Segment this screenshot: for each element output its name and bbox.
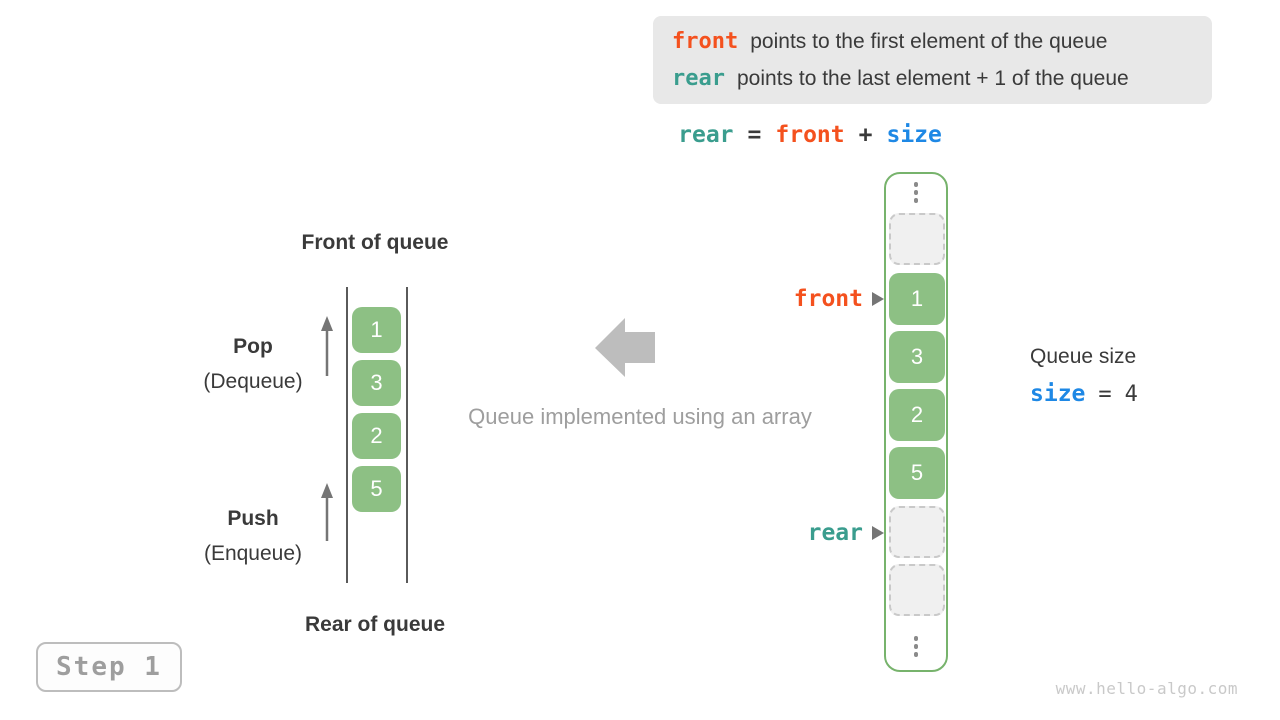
legend-box: front points to the first element of the… bbox=[653, 16, 1212, 104]
pop-arrow-icon bbox=[321, 316, 333, 376]
push-label: Push bbox=[227, 507, 279, 530]
formula-front: front bbox=[775, 122, 845, 148]
front-pointer-label: front bbox=[793, 286, 863, 312]
channel-line-left bbox=[346, 287, 348, 583]
array-cell: 1 bbox=[889, 273, 945, 325]
queue-size-panel: Queue size size = 4 bbox=[1030, 344, 1138, 407]
rear-pointer-arrow-icon bbox=[872, 526, 884, 540]
array-container: 1 3 2 5 bbox=[884, 172, 948, 672]
queue-size-title: Queue size bbox=[1030, 345, 1137, 368]
dot bbox=[913, 644, 919, 649]
array-cell-empty bbox=[889, 213, 945, 265]
pop-label-block: Pop (Dequeue) bbox=[177, 334, 329, 395]
dequeue-label: (Dequeue) bbox=[203, 370, 303, 393]
rear-keyword: rear bbox=[672, 66, 725, 91]
front-description: points to the first element of the queue bbox=[750, 30, 1108, 53]
dot bbox=[913, 636, 919, 641]
push-arrow-icon bbox=[321, 483, 333, 541]
ellipsis-bottom-icon bbox=[886, 636, 946, 657]
legend-line-rear: rear points to the last element + 1 of t… bbox=[672, 66, 1212, 92]
left-queue-cell: 2 bbox=[352, 413, 401, 459]
rear-pointer-label: rear bbox=[807, 520, 863, 546]
front-pointer-arrow-icon bbox=[872, 292, 884, 306]
formula-size: size bbox=[886, 122, 942, 148]
push-label-block: Push (Enqueue) bbox=[177, 506, 329, 567]
diagram-caption: Queue implemented using an array bbox=[468, 404, 812, 429]
left-queue-cell: 1 bbox=[352, 307, 401, 353]
formula-rear: rear bbox=[678, 122, 734, 148]
rear-of-queue-label: Rear of queue bbox=[304, 613, 446, 636]
enqueue-label: (Enqueue) bbox=[203, 542, 303, 565]
big-left-arrow-icon bbox=[595, 318, 655, 377]
pop-label: Pop bbox=[233, 335, 273, 358]
formula-plus: + bbox=[858, 122, 873, 148]
pointer-formula: rear = front + size bbox=[640, 120, 980, 150]
rear-description: points to the last element + 1 of the qu… bbox=[736, 67, 1129, 90]
channel-line-right bbox=[406, 287, 408, 583]
dot bbox=[913, 198, 919, 203]
dot bbox=[913, 190, 919, 195]
left-queue-cell: 5 bbox=[352, 466, 401, 512]
watermark: www.hello-algo.com bbox=[1055, 679, 1238, 698]
array-cell: 3 bbox=[889, 331, 945, 383]
front-of-queue-label: Front of queue bbox=[301, 231, 449, 254]
size-equals: = bbox=[1098, 382, 1112, 407]
size-value: 4 bbox=[1124, 382, 1138, 407]
dot bbox=[913, 182, 919, 187]
size-variable: size bbox=[1030, 381, 1086, 407]
dot bbox=[913, 652, 919, 657]
array-cell-empty bbox=[889, 506, 945, 558]
formula-equals: = bbox=[747, 122, 762, 148]
array-cell: 5 bbox=[889, 447, 945, 499]
rear-pointer: rear bbox=[700, 519, 884, 547]
array-cell: 2 bbox=[889, 389, 945, 441]
ellipsis-top-icon bbox=[886, 182, 946, 203]
array-cell-empty bbox=[889, 564, 945, 616]
legend-line-front: front points to the first element of the… bbox=[672, 29, 1212, 55]
step-badge: Step 1 bbox=[36, 642, 182, 692]
left-queue-cell: 3 bbox=[352, 360, 401, 406]
front-pointer: front bbox=[700, 285, 884, 313]
front-keyword: front bbox=[672, 29, 739, 54]
